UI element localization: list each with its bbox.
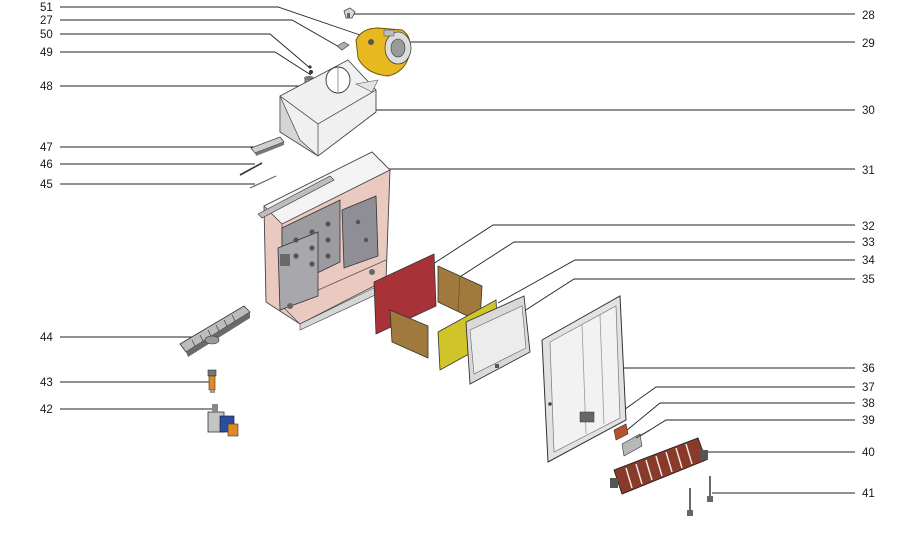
callout-49: 49 — [40, 47, 312, 76]
part-37-plate — [613, 423, 629, 441]
exchanger-fins — [625, 443, 693, 489]
part-50-fitting — [308, 65, 312, 69]
part-number-32: 32 — [862, 221, 875, 233]
part-number-41: 41 — [862, 488, 875, 500]
part-number-45: 45 — [40, 179, 53, 191]
part-38-plate — [621, 433, 643, 457]
part-number-50: 50 — [40, 29, 53, 41]
callouts-right: 28 29 30 31 32 33 34 35 — [352, 10, 875, 500]
part-number-42: 42 — [40, 404, 53, 416]
part-41-probes — [687, 476, 713, 516]
part-number-51: 51 — [40, 2, 53, 14]
part-36-front-casing — [541, 295, 627, 463]
callout-46: 46 — [40, 159, 255, 171]
part-28-clip — [343, 7, 356, 19]
part-47-sight-plate — [250, 136, 285, 156]
part-number-33: 33 — [862, 237, 875, 249]
part-number-46: 46 — [40, 159, 53, 171]
callout-42: 42 — [40, 404, 212, 416]
part-number-29: 29 — [862, 38, 875, 50]
part-number-44: 44 — [40, 332, 53, 344]
callout-36: 36 — [608, 363, 875, 375]
part-number-43: 43 — [40, 377, 53, 389]
callout-27: 27 — [40, 15, 342, 49]
part-number-34: 34 — [862, 255, 875, 267]
callout-29: 29 — [410, 38, 875, 50]
part-number-48: 48 — [40, 81, 53, 93]
part-number-27: 27 — [40, 15, 53, 27]
part-31-chassis — [257, 151, 391, 331]
callout-31: 31 — [357, 165, 875, 177]
part-32-insulation-panel-red — [373, 253, 437, 335]
callout-35: 35 — [517, 274, 875, 316]
part-number-39: 39 — [862, 415, 875, 427]
part-43-pipe-fitting — [207, 369, 217, 393]
part-30-hood — [279, 59, 379, 157]
part-46-rod — [239, 162, 263, 176]
part-number-47: 47 — [40, 142, 53, 154]
part-number-38: 38 — [862, 398, 875, 410]
part-49-sensor — [309, 70, 313, 74]
callout-38: 38 — [625, 398, 875, 432]
part-number-30: 30 — [862, 105, 875, 117]
callout-51: 51 — [40, 2, 361, 36]
part-number-36: 36 — [862, 363, 875, 375]
part-number-40: 40 — [862, 447, 875, 459]
part-44-burner — [179, 305, 251, 357]
callout-41: 41 — [712, 488, 875, 500]
part-number-28: 28 — [862, 10, 875, 22]
callout-32: 32 — [432, 221, 875, 265]
part-number-37: 37 — [862, 382, 875, 394]
callout-45: 45 — [40, 179, 255, 191]
part-number-31: 31 — [862, 165, 875, 177]
part-45-gasket-strip — [249, 175, 277, 189]
callout-50: 50 — [40, 29, 311, 69]
callout-43: 43 — [40, 377, 212, 389]
callout-33: 33 — [454, 237, 875, 281]
callout-34: 34 — [497, 255, 875, 304]
part-39-gasket — [635, 429, 651, 439]
plate-holes — [293, 219, 369, 267]
callout-30: 30 — [358, 105, 875, 117]
part-29-fan — [355, 27, 412, 77]
callout-37: 37 — [613, 382, 875, 418]
callout-44: 44 — [40, 332, 200, 344]
part-40-heat-exchanger — [610, 437, 708, 495]
callout-40: 40 — [690, 447, 875, 459]
part-42-gas-valve — [207, 404, 239, 437]
callouts-left: 51 27 50 49 48 47 46 45 — [40, 2, 361, 416]
callout-39: 39 — [636, 415, 875, 439]
callout-28: 28 — [352, 10, 875, 22]
callout-48: 48 — [40, 81, 308, 93]
part-number-35: 35 — [862, 274, 875, 286]
callout-47: 47 — [40, 142, 262, 154]
part-number-49: 49 — [40, 47, 53, 59]
part-27-bracket — [336, 41, 350, 51]
part-35-combustion-cover — [465, 295, 531, 385]
